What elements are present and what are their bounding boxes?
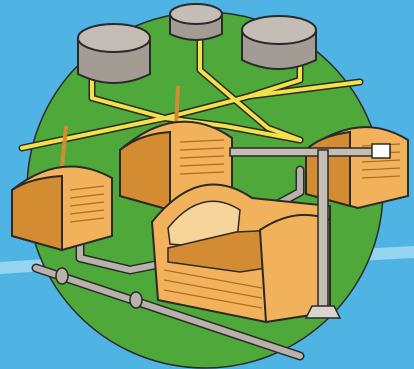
pipe-joint (130, 292, 142, 308)
pipe-joint (56, 268, 68, 284)
open-shed-icon (152, 185, 330, 323)
storage-tank-icon (242, 16, 316, 69)
storage-tank-icon (78, 24, 150, 83)
storage-tank-icon (170, 4, 222, 40)
shed-icon (12, 166, 112, 250)
